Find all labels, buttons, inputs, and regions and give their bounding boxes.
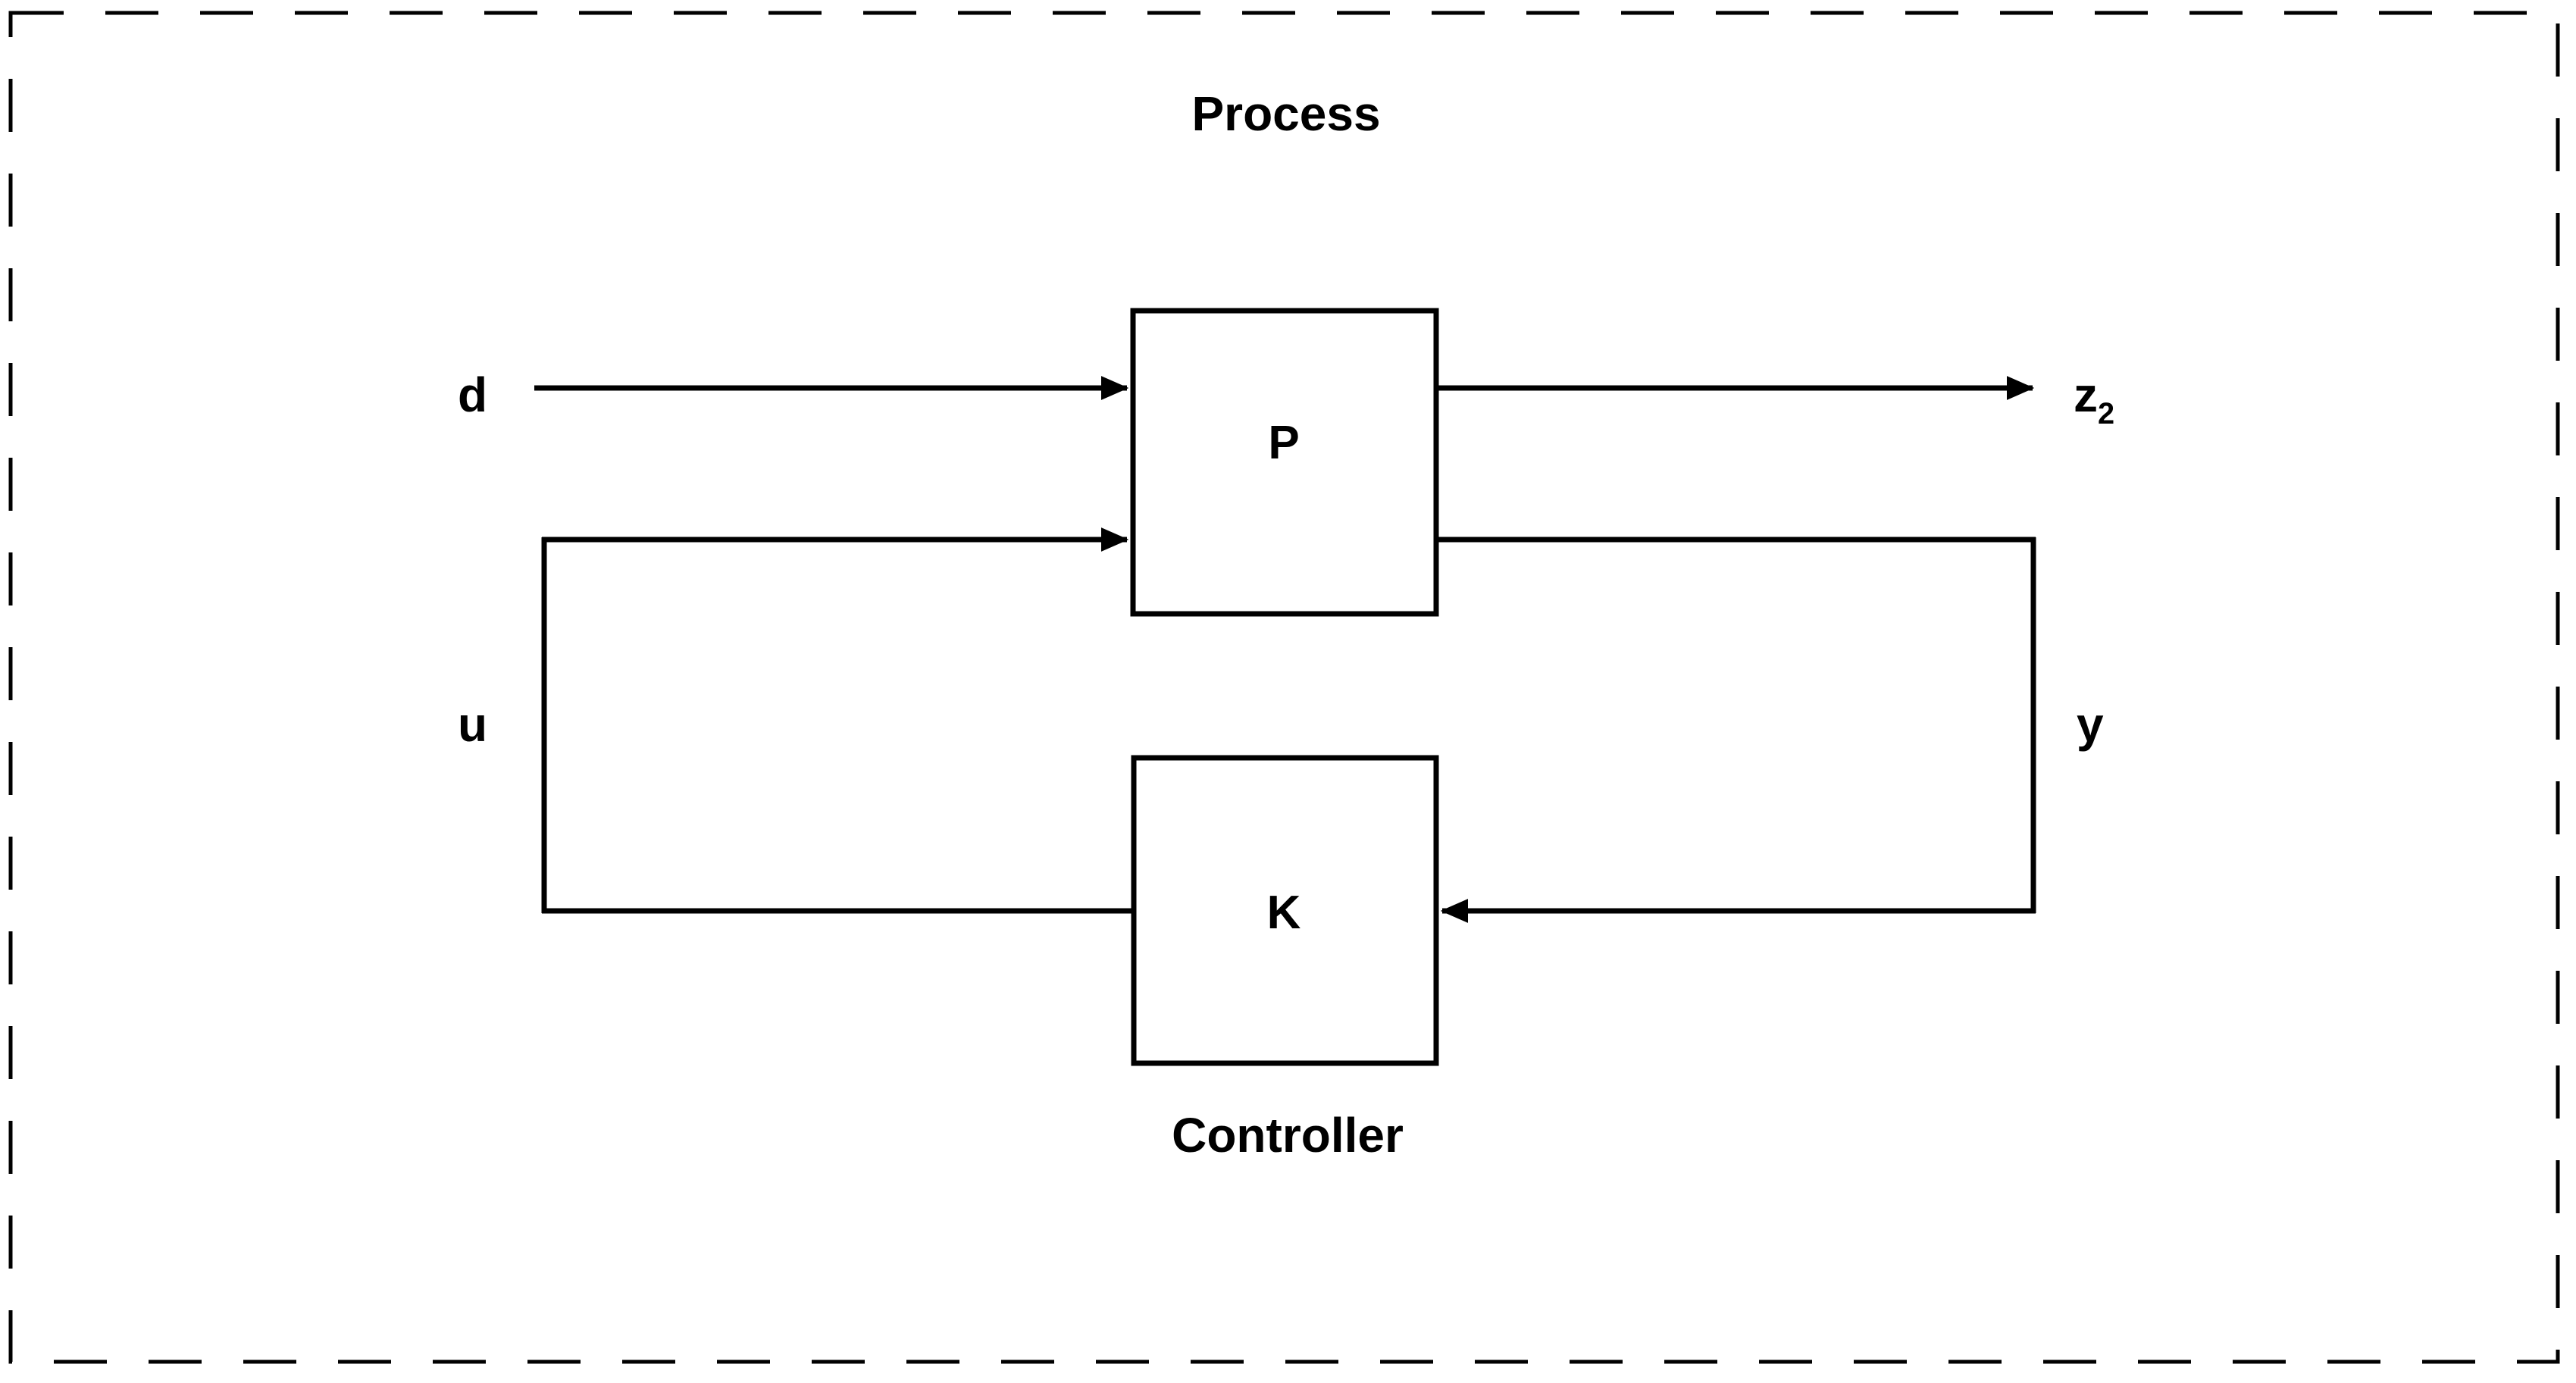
controller-caption: Controller (1172, 1108, 1404, 1162)
system-boundary-dashed-rect (8, 11, 2560, 1364)
process-caption: Process (1191, 86, 1380, 141)
signal-label-u: u (458, 697, 487, 752)
signal-label-y: y (2077, 697, 2104, 752)
signal-label-z2-subscript: 2 (2098, 397, 2114, 430)
process-block[interactable] (1130, 308, 1439, 617)
controller-block-label: K (1267, 887, 1301, 939)
signal-label-d: d (458, 368, 487, 422)
process-block-label: P (1268, 417, 1299, 469)
signal-label-z2-base: z (2074, 368, 2098, 422)
controller-block[interactable] (1131, 755, 1439, 1066)
signal-label-z2: z2 (2074, 368, 2114, 430)
